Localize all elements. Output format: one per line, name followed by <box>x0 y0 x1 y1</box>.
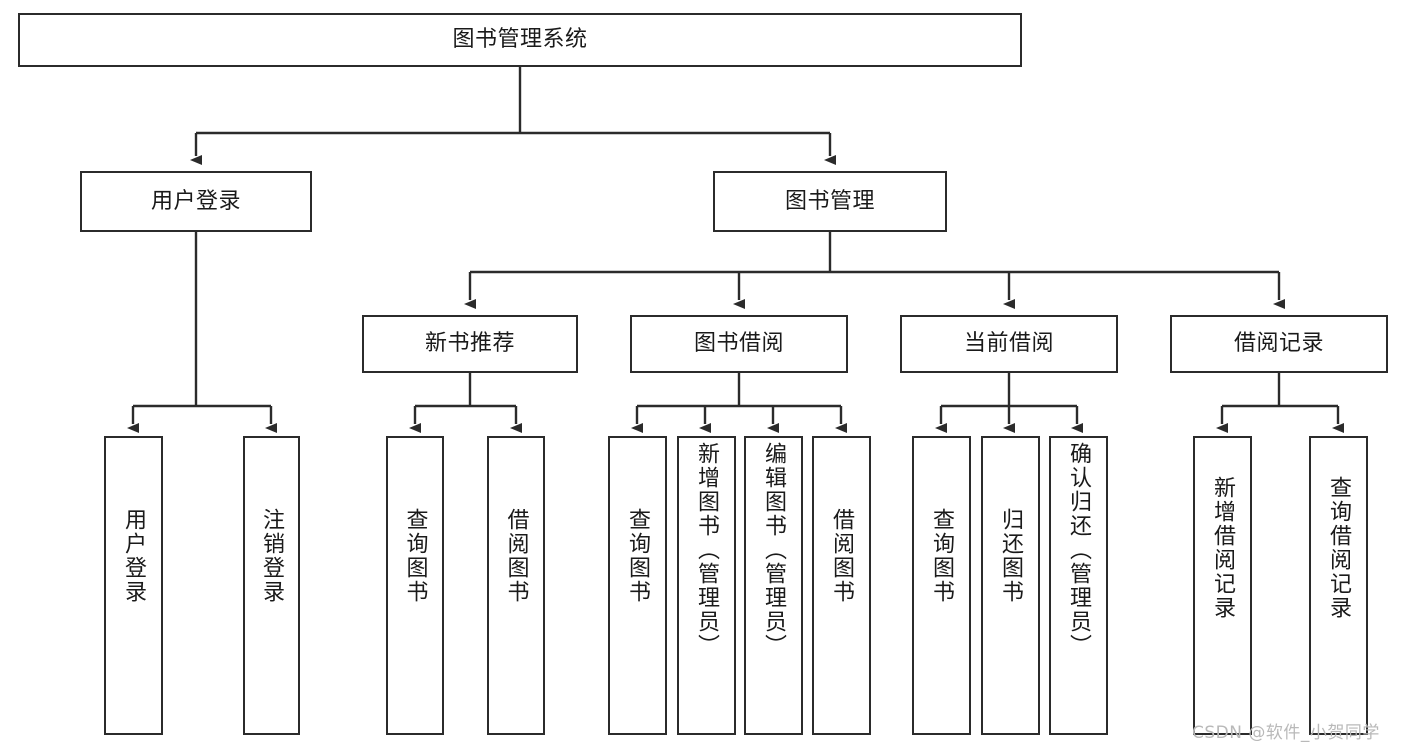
node-root-label: 图书管理系统 <box>452 27 588 53</box>
leaf-current-borrow-confirm[interactable]: 确认归还（管理员） <box>1049 436 1108 735</box>
leaf-book-borrow-query-label: 查询图书 <box>625 508 651 604</box>
node-new-book-recommend[interactable]: 新书推荐 <box>362 315 578 373</box>
leaf-book-borrow-borrow[interactable]: 借阅图书 <box>812 436 871 735</box>
node-book-management[interactable]: 图书管理 <box>713 171 947 232</box>
leaf-current-borrow-query-label: 查询图书 <box>929 508 955 604</box>
leaf-current-borrow-query[interactable]: 查询图书 <box>912 436 971 735</box>
node-book-borrow[interactable]: 图书借阅 <box>630 315 848 373</box>
node-user-login[interactable]: 用户登录 <box>80 171 312 232</box>
leaf-borrow-record-query[interactable]: 查询借阅记录 <box>1309 436 1368 735</box>
leaf-borrow-record-add-label: 新增借阅记录 <box>1210 476 1236 620</box>
node-user-login-label: 用户登录 <box>150 188 241 214</box>
leaf-new-book-query[interactable]: 查询图书 <box>386 436 444 735</box>
leaf-current-borrow-return[interactable]: 归还图书 <box>981 436 1040 735</box>
node-borrow-record[interactable]: 借阅记录 <box>1170 315 1388 373</box>
leaf-book-borrow-add[interactable]: 新增图书（管理员） <box>677 436 736 735</box>
leaf-new-book-borrow-label: 借阅图书 <box>503 508 529 604</box>
leaf-borrow-record-query-label: 查询借阅记录 <box>1326 476 1352 620</box>
node-book-management-label: 图书管理 <box>784 188 875 214</box>
leaf-current-borrow-return-label: 归还图书 <box>998 508 1024 604</box>
watermark: CSDN @软件_小贺同学 <box>1192 723 1380 743</box>
node-new-book-recommend-label: 新书推荐 <box>424 331 515 357</box>
leaf-user-login-signin-label: 用户登录 <box>121 508 147 604</box>
leaf-borrow-record-add[interactable]: 新增借阅记录 <box>1193 436 1252 735</box>
leaf-user-login-signin[interactable]: 用户登录 <box>104 436 163 735</box>
leaf-user-login-signout[interactable]: 注销登录 <box>243 436 300 735</box>
node-root[interactable]: 图书管理系统 <box>18 13 1022 67</box>
node-book-borrow-label: 图书借阅 <box>693 331 784 357</box>
leaf-book-borrow-borrow-label: 借阅图书 <box>829 508 855 604</box>
node-current-borrow[interactable]: 当前借阅 <box>900 315 1118 373</box>
leaf-book-borrow-query[interactable]: 查询图书 <box>608 436 667 735</box>
leaf-book-borrow-add-label: 新增图书（管理员） <box>694 442 720 658</box>
leaf-new-book-borrow[interactable]: 借阅图书 <box>487 436 545 735</box>
leaf-new-book-query-label: 查询图书 <box>402 508 428 604</box>
node-borrow-record-label: 借阅记录 <box>1233 331 1324 357</box>
leaf-user-login-signout-label: 注销登录 <box>259 508 285 604</box>
leaf-current-borrow-confirm-label: 确认归还（管理员） <box>1066 442 1092 658</box>
node-current-borrow-label: 当前借阅 <box>963 331 1054 357</box>
leaf-book-borrow-edit-label: 编辑图书（管理员） <box>761 442 787 658</box>
leaf-book-borrow-edit[interactable]: 编辑图书（管理员） <box>744 436 803 735</box>
